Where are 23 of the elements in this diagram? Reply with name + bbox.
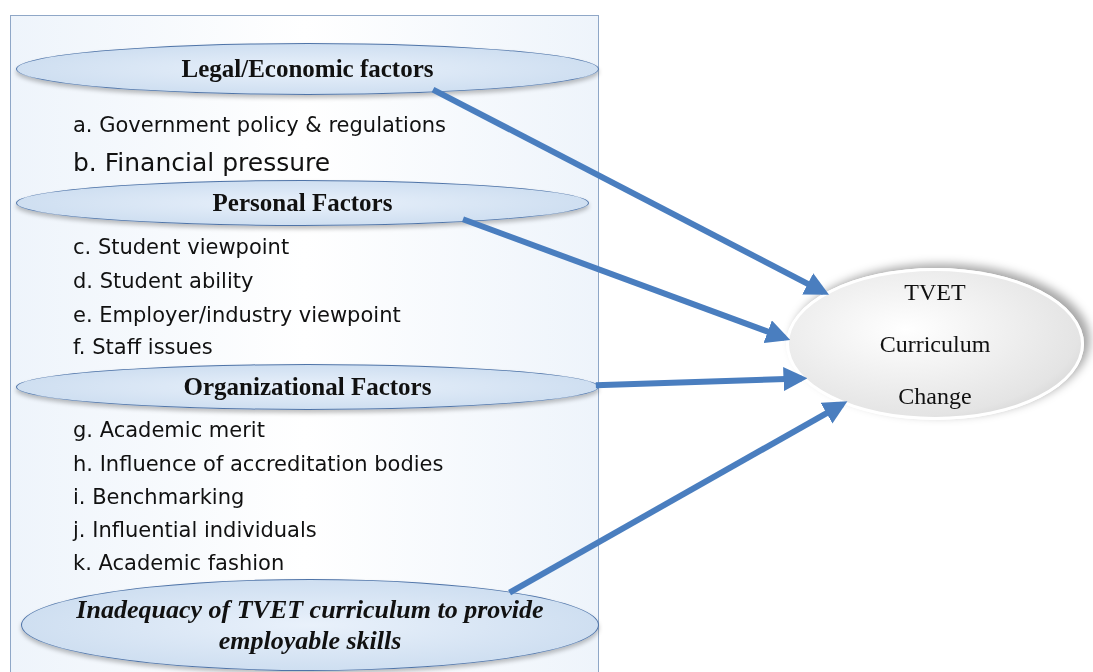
factor-heading: Legal/Economic factors (181, 54, 434, 84)
factor-item: k. Academic fashion (73, 551, 285, 575)
factor-item: c. Student viewpoint (73, 235, 290, 259)
factor-ellipse (16, 364, 599, 410)
factor-ellipse (16, 43, 599, 95)
factor-item: i. Benchmarking (73, 485, 245, 509)
factor-heading: Inadequacy of TVET curriculum to provide employable skills (75, 593, 545, 657)
factor-item: h. Influence of accreditation bodies (73, 452, 444, 476)
factor-item: d. Student ability (73, 269, 254, 293)
factor-item: g. Academic merit (73, 418, 265, 442)
arrow (595, 367, 808, 392)
arrow (461, 216, 791, 343)
factor-item: b. Financial pressure (73, 148, 331, 177)
factor-heading: Organizational Factors (183, 372, 432, 402)
panel-background (10, 15, 599, 672)
factor-heading: Personal Factors (212, 188, 393, 218)
arrow (431, 86, 830, 295)
factor-item: f. Staff issues (73, 335, 213, 359)
goal-text: TVET Curriculum Change (878, 278, 992, 411)
factor-item: e. Employer/industry viewpoint (73, 303, 401, 327)
arrow (508, 401, 848, 596)
factor-item: j. Influential individuals (73, 518, 317, 542)
factor-item: a. Government policy & regulations (73, 113, 446, 137)
